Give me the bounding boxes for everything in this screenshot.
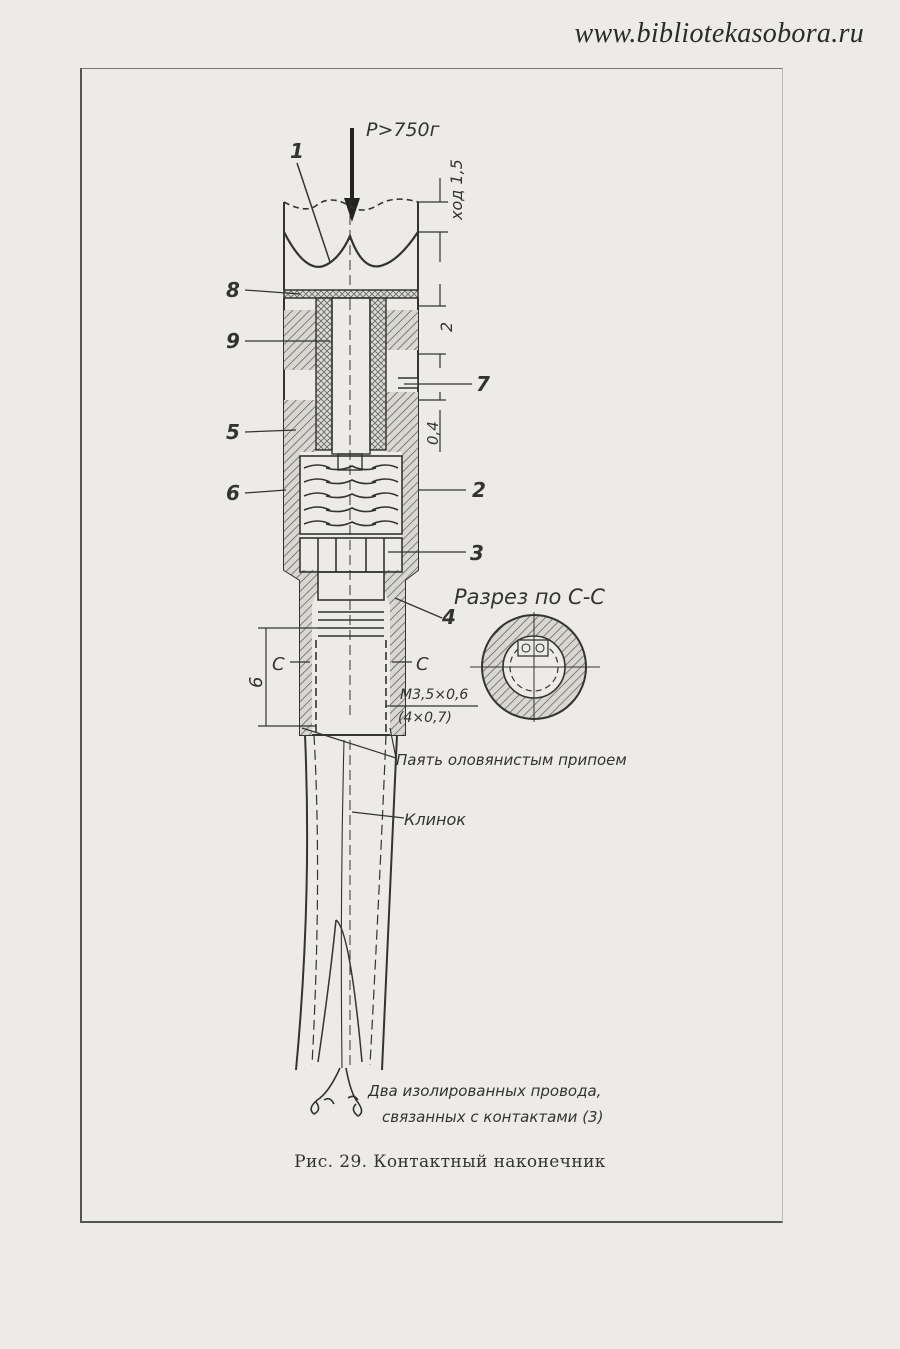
force-label: P>750г [366, 119, 441, 141]
part-8-label: 8 [226, 278, 240, 302]
part-1-leader [296, 162, 331, 263]
solder-label: Паять оловянистым припоем [396, 751, 627, 769]
stroke-dimension [418, 178, 448, 262]
spring [299, 455, 403, 535]
figure-caption: Рис. 29. Контактный наконечник [294, 1152, 606, 1172]
blade-label: Клинок [404, 810, 466, 829]
section-c-left: С [272, 654, 285, 675]
stroke-label: ход 1,5 [447, 159, 466, 221]
part-5-label: 5 [226, 420, 240, 444]
thread-alt-label: (4×0,7) [398, 710, 452, 726]
part-1-label: 1 [290, 139, 304, 163]
blade-leader [351, 811, 405, 819]
wires-label-line1: Два изолированных провода, [367, 1082, 601, 1100]
dim-6-label: 6 [246, 677, 267, 688]
watermark-url: www.bibliotekasobora.ru [574, 18, 864, 49]
part-9-label: 9 [226, 329, 240, 353]
part-3-label: 3 [470, 541, 484, 565]
left-dimension [258, 627, 412, 727]
wires-label-line2: связанных с контактами (3) [382, 1108, 603, 1126]
housing [283, 289, 419, 736]
section-title: Разрез по С-С [454, 585, 605, 609]
right-dimensions [418, 284, 446, 452]
plunger-top [283, 198, 419, 300]
force-arrow [344, 128, 360, 222]
dim-04-label: 0,4 [424, 421, 442, 445]
inner-sleeve [315, 297, 387, 720]
part-6-label: 6 [226, 481, 240, 505]
part-2-label: 2 [472, 478, 486, 502]
section-c-right: С [416, 654, 429, 675]
thread-label: M3,5×0,6 [400, 687, 468, 703]
blade [295, 734, 398, 1071]
section-cc [470, 612, 600, 722]
part-7-label: 7 [476, 372, 490, 396]
dim-2-label: 2 [437, 322, 456, 332]
solder-leaders [301, 727, 397, 759]
part-leaders [244, 289, 472, 619]
part-4-label: 4 [441, 605, 456, 629]
contact-block [299, 537, 403, 735]
wires [310, 1067, 363, 1117]
page-frame [80, 68, 783, 1223]
